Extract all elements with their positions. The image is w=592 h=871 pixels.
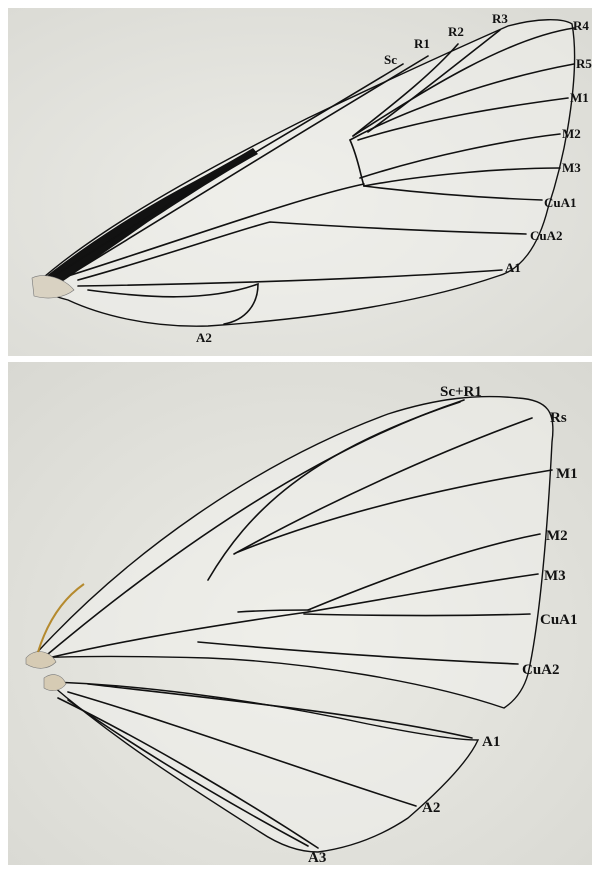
label-r2: R2 — [448, 24, 464, 39]
label-a2: A2 — [196, 330, 212, 345]
label-cua2: CuA2 — [530, 228, 563, 243]
forewing-photo: Sc R1 R2 R3 R4 R5 M1 M2 M3 CuA1 CuA2 A1 … — [8, 8, 592, 356]
forewing-panel: Sc R1 R2 R3 R4 R5 M1 M2 M3 CuA1 CuA2 A1 … — [8, 8, 592, 356]
label-cua1: CuA1 — [544, 195, 577, 210]
label-m3: M3 — [562, 160, 581, 175]
label-m2: M2 — [562, 126, 581, 141]
hindwing-photo: Sc+R1 Rs M1 M2 M3 CuA1 CuA2 A1 A2 A3 — [8, 362, 592, 865]
label-r4: R4 — [573, 18, 589, 33]
label-a2: A2 — [422, 800, 440, 816]
label-m2: M2 — [546, 528, 568, 544]
label-sc: Sc — [384, 52, 397, 67]
label-m3: M3 — [544, 568, 566, 584]
hindwing-panel: Sc+R1 Rs M1 M2 M3 CuA1 CuA2 A1 A2 A3 — [8, 362, 592, 865]
label-cua1: CuA1 — [540, 612, 578, 628]
label-a1: A1 — [505, 260, 521, 275]
label-r5: R5 — [576, 56, 592, 71]
label-a3: A3 — [308, 850, 326, 865]
label-rs: Rs — [550, 410, 567, 426]
label-r3: R3 — [492, 11, 508, 26]
label-m1: M1 — [556, 466, 578, 482]
label-m1: M1 — [570, 90, 589, 105]
label-scr1: Sc+R1 — [440, 384, 482, 400]
label-cua2: CuA2 — [522, 662, 560, 678]
label-r1: R1 — [414, 36, 430, 51]
label-a1: A1 — [482, 734, 500, 750]
